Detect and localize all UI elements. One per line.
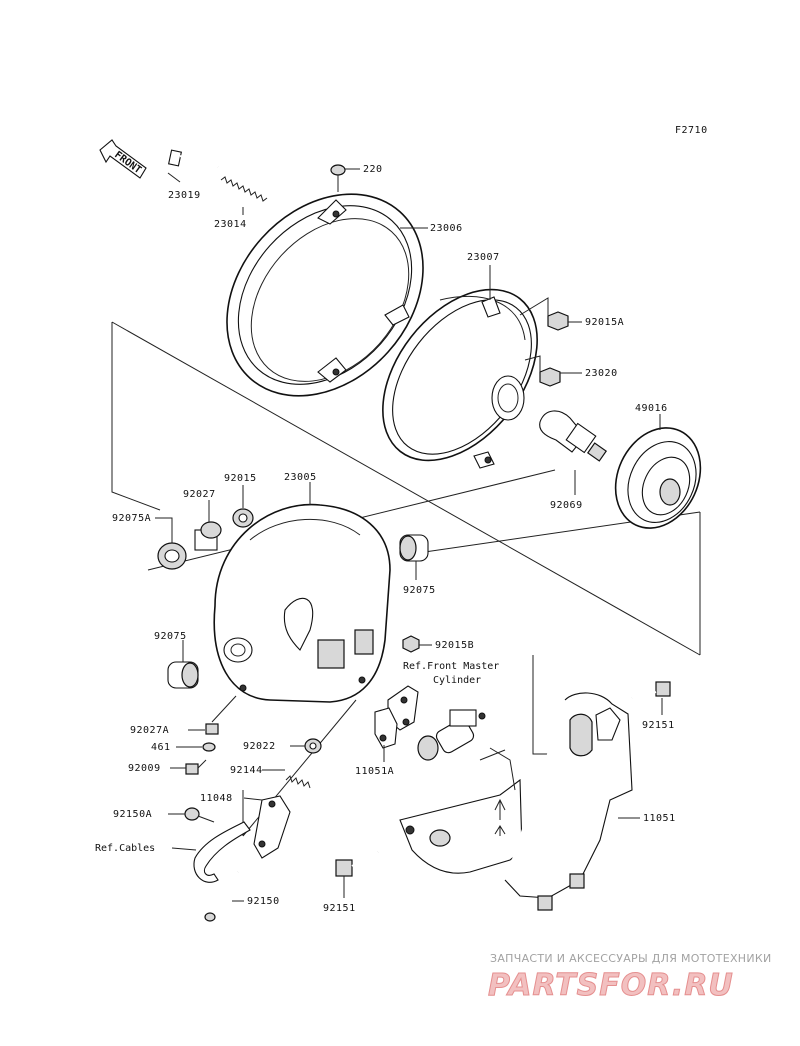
- part-92022-washer: [304, 738, 322, 754]
- label-92009: 92009: [128, 763, 161, 774]
- label-23019: 23019: [168, 190, 201, 201]
- label-23005: 23005: [284, 472, 317, 483]
- front-arrow-icon: FRONT: [99, 139, 147, 179]
- label-461: 461: [151, 742, 171, 753]
- part-11051A-bracket: [374, 707, 398, 749]
- part-92075-grommet-right: [399, 534, 429, 562]
- front-arrow-label: FRONT: [112, 150, 143, 177]
- part-92027A-collar: [205, 723, 219, 735]
- part-cable-guide: [193, 821, 251, 883]
- ref-master-cylinder-line2: Cylinder: [433, 675, 481, 686]
- label-49016: 49016: [635, 403, 668, 414]
- watermark-top-text: ЗАПЧАСТИ И АКСЕССУАРЫ ДЛЯ МОТОТЕХНИКИ: [490, 952, 772, 965]
- part-92015B-nut: [402, 635, 420, 653]
- part-92151-bolt-top: [631, 681, 671, 699]
- label-220: 220: [363, 164, 383, 175]
- part-92015-nut: [232, 508, 254, 528]
- label-92144: 92144: [230, 765, 263, 776]
- part-220-screw: [330, 164, 346, 192]
- ref-master-cylinder-line1: Ref.Front Master: [403, 661, 499, 672]
- figure-code: F2710: [675, 125, 708, 136]
- part-23005-housing: [213, 503, 391, 703]
- label-23020: 23020: [585, 368, 618, 379]
- watermark-logo-text: PARTSFOR.RU: [488, 968, 734, 1003]
- label-92027A: 92027A: [130, 725, 169, 736]
- part-master-cylinder-clamp: [387, 685, 486, 761]
- label-92075-left: 92075: [154, 631, 187, 642]
- label-92022: 92022: [243, 741, 276, 752]
- label-92151-top: 92151: [642, 720, 675, 731]
- part-23020-nut: [539, 367, 561, 387]
- label-11051: 11051: [643, 813, 676, 824]
- label-11051A: 11051A: [355, 766, 394, 777]
- part-461-washer: [202, 742, 216, 752]
- part-23014-spring: [220, 176, 268, 202]
- label-23014: 23014: [214, 219, 247, 230]
- part-92150-screw: [204, 871, 239, 922]
- part-92069-bulb: [539, 410, 608, 462]
- label-92075-right: 92075: [403, 585, 436, 596]
- label-23006: 23006: [430, 223, 463, 234]
- part-11051-stay: [399, 692, 633, 911]
- label-92015A: 92015A: [585, 317, 624, 328]
- label-92150A: 92150A: [113, 809, 152, 820]
- label-92069: 92069: [550, 500, 583, 511]
- part-92151-bolt-bottom: [335, 851, 379, 877]
- part-92075A-grommet: [157, 542, 187, 570]
- part-23006-rim-ring: [226, 193, 424, 397]
- part-92015A-nut: [547, 311, 569, 331]
- label-92015: 92015: [224, 473, 257, 484]
- ref-cables: Ref.Cables: [95, 843, 155, 854]
- part-23019-bolt: [168, 149, 219, 168]
- label-11048: 11048: [200, 793, 233, 804]
- part-92027-collar: [194, 521, 222, 551]
- label-23007: 23007: [467, 252, 500, 263]
- label-92027: 92027: [183, 489, 216, 500]
- label-92150: 92150: [247, 896, 280, 907]
- label-92075A: 92075A: [112, 513, 151, 524]
- part-92075-grommet-left: [167, 661, 199, 689]
- label-92151-bottom: 92151: [323, 903, 356, 914]
- part-49016-dust-cover: [614, 427, 702, 529]
- part-92144-spring: [285, 775, 311, 789]
- part-11048-bracket: [253, 795, 291, 859]
- part-23007-headlight-unit: [382, 288, 538, 469]
- part-92150A-screw: [184, 807, 215, 823]
- part-92009-screw: [185, 759, 207, 775]
- label-92015B: 92015B: [435, 640, 474, 651]
